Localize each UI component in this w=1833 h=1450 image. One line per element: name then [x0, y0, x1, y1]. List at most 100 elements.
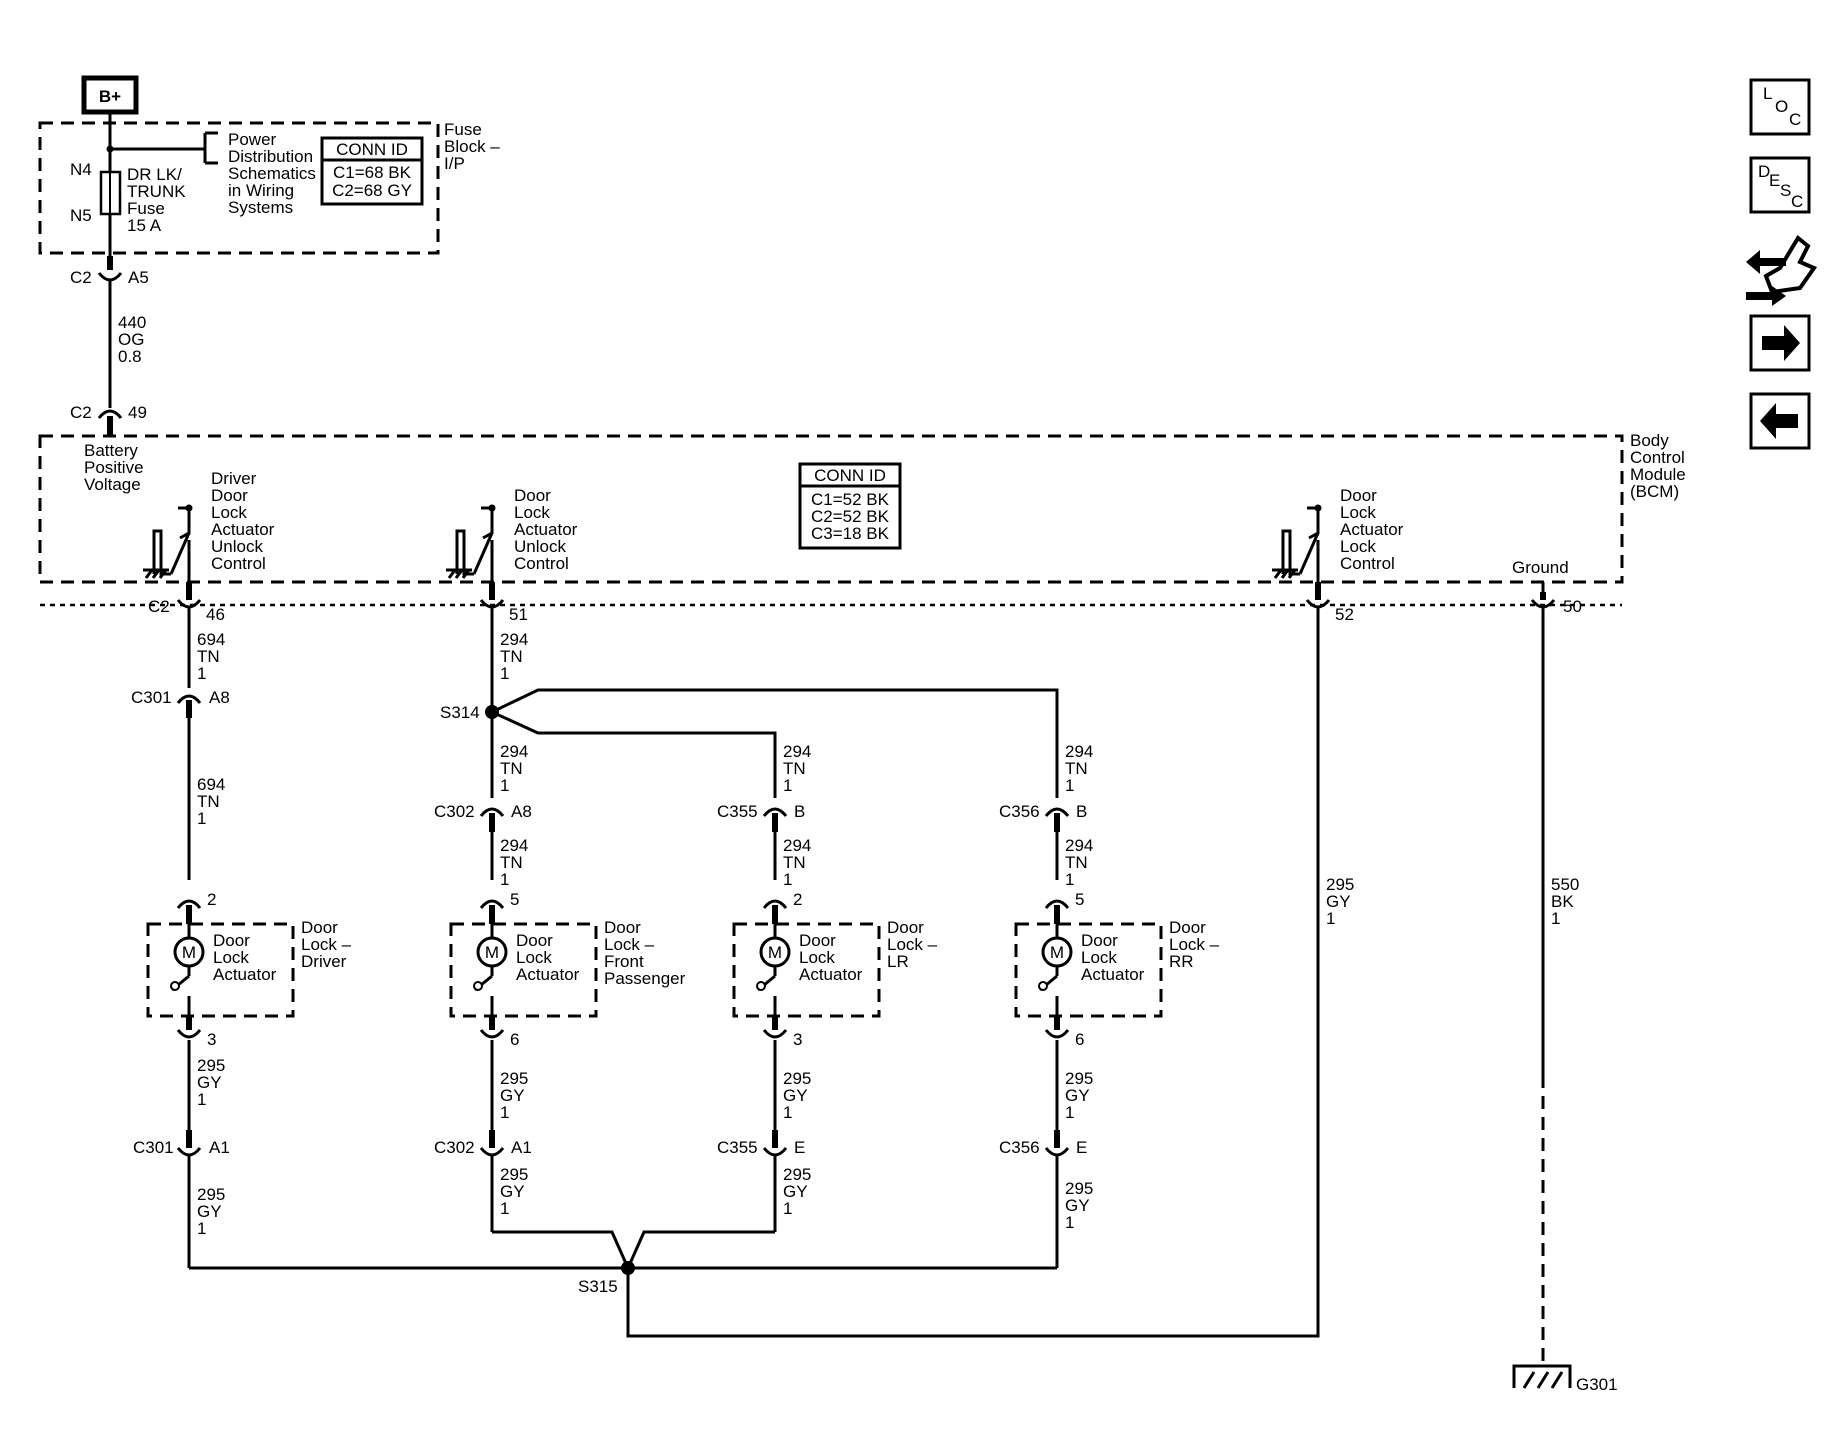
svg-text:Actuator: Actuator	[799, 965, 863, 984]
svg-text:294: 294	[783, 742, 811, 761]
svg-text:6: 6	[1075, 1030, 1084, 1049]
svg-text:L: L	[1763, 84, 1772, 103]
svg-text:TN: TN	[500, 759, 523, 778]
svg-text:Unlock: Unlock	[514, 537, 566, 556]
svg-text:294: 294	[1065, 836, 1093, 855]
svg-text:295: 295	[783, 1165, 811, 1184]
svg-text:294: 294	[500, 742, 528, 761]
svg-text:Control: Control	[211, 554, 266, 573]
svg-text:Lock: Lock	[516, 948, 552, 967]
svg-text:DR LK/: DR LK/	[127, 165, 182, 184]
svg-text:TN: TN	[1065, 759, 1088, 778]
previous-arrow-icon[interactable]	[1749, 392, 1811, 450]
svg-text:15 A: 15 A	[127, 216, 162, 235]
svg-text:52: 52	[1335, 605, 1354, 624]
svg-text:A8: A8	[511, 802, 532, 821]
svg-text:Lock: Lock	[211, 503, 247, 522]
power-label: B+	[99, 87, 121, 106]
svg-text:Fuse: Fuse	[444, 120, 482, 139]
svg-text:Battery: Battery	[84, 441, 138, 460]
svg-text:Lock –: Lock –	[887, 935, 938, 954]
svg-text:E: E	[1769, 171, 1780, 190]
driver-unlock-label: Driver Door Lock Actuator Unlock Control	[211, 469, 275, 573]
power-source: B+	[81, 75, 139, 115]
svg-text:50: 50	[1563, 597, 1582, 616]
fuse-block-conn-id: CONN ID C1=68 BK C2=68 GY	[320, 136, 424, 206]
svg-text:D: D	[1758, 162, 1770, 181]
bcm-in-connector-name: C2	[70, 403, 92, 422]
svg-text:O: O	[1775, 97, 1788, 116]
svg-text:Control: Control	[1340, 554, 1395, 573]
svg-text:1: 1	[197, 1090, 206, 1109]
svg-text:RR: RR	[1169, 952, 1194, 971]
svg-text:1: 1	[1065, 1103, 1074, 1122]
svg-text:Lock: Lock	[799, 948, 835, 967]
svg-text:294: 294	[500, 836, 528, 855]
svg-text:Body: Body	[1630, 431, 1669, 450]
svg-text:1: 1	[500, 1103, 509, 1122]
svg-text:E: E	[794, 1138, 805, 1157]
wire-label-694-b: 694 TN 1	[197, 775, 225, 828]
svg-text:Door: Door	[301, 918, 338, 937]
svg-text:S: S	[1780, 181, 1791, 200]
wire-label-294-b: 294 TN 1	[500, 742, 528, 795]
svg-text:3: 3	[207, 1030, 216, 1049]
svg-text:1: 1	[500, 664, 509, 683]
next-arrow-icon[interactable]	[1749, 314, 1811, 372]
svg-text:GY: GY	[1065, 1196, 1090, 1215]
svg-text:Actuator: Actuator	[1340, 520, 1404, 539]
wire-label-295-b: 295 GY 1	[500, 1069, 528, 1122]
svg-text:295: 295	[1065, 1069, 1093, 1088]
connector-hand-icon[interactable]	[1746, 235, 1818, 306]
svg-text:550: 550	[1551, 875, 1579, 894]
description-button[interactable]: D E S C	[1749, 156, 1811, 214]
svg-text:TRUNK: TRUNK	[127, 182, 186, 201]
svg-text:Lock –: Lock –	[1169, 935, 1220, 954]
location-button[interactable]: L O C	[1749, 78, 1811, 136]
svg-text:TN: TN	[1065, 853, 1088, 872]
power-distribution-reference: Power Distribution Schematics in Wiring …	[228, 130, 316, 217]
bcm-pin-51: 51	[479, 582, 528, 624]
wire-label-295-lock: 295 GY 1	[1326, 875, 1354, 928]
wire-label-295-f: 295 GY 1	[500, 1165, 528, 1218]
wire-label-550: 550 BK 1	[1551, 875, 1579, 928]
svg-text:Door: Door	[514, 486, 551, 505]
svg-text:294: 294	[1065, 742, 1093, 761]
svg-text:(BCM): (BCM)	[1630, 482, 1679, 501]
actuator-front-passenger: 5 M Door Lock Actuator Door Lock – Front…	[449, 890, 686, 1049]
svg-text:1: 1	[1326, 909, 1335, 928]
actuator-rr: 5 M Door Lock Actuator Door Lock – RR 6	[1014, 890, 1220, 1049]
svg-text:Schematics: Schematics	[228, 164, 316, 183]
svg-text:TN: TN	[783, 853, 806, 872]
wire-label-295-d: 295 GY 1	[1065, 1069, 1093, 1122]
svg-text:OG: OG	[118, 330, 144, 349]
svg-text:Door: Door	[213, 931, 250, 950]
svg-text:TN: TN	[197, 792, 220, 811]
inline-connector-c356-e: C356 E	[999, 1130, 1087, 1157]
bcm-title: Body Control Module (BCM)	[1630, 431, 1686, 501]
svg-text:Passenger: Passenger	[604, 969, 686, 988]
svg-text:Door: Door	[211, 486, 248, 505]
svg-text:C301: C301	[133, 1138, 174, 1157]
wire-label-294-c: 294 TN 1	[783, 742, 811, 795]
motor-icon: M	[182, 943, 196, 962]
fuse-block-outline	[38, 121, 440, 255]
bcm-pin-50: 50	[1530, 592, 1582, 616]
svg-text:Power: Power	[228, 130, 277, 149]
svg-text:A1: A1	[511, 1138, 532, 1157]
svg-text:1: 1	[783, 1199, 792, 1218]
svg-text:C302: C302	[434, 802, 475, 821]
svg-text:3: 3	[793, 1030, 802, 1049]
svg-text:5: 5	[1075, 890, 1084, 909]
battery-positive-voltage-label: Battery Positive Voltage	[84, 441, 144, 494]
svg-text:C3=18 BK: C3=18 BK	[811, 524, 890, 543]
fuse-out-connector-name: C2	[70, 268, 92, 287]
actuator-driver: 2 M Door Lock Actuator Door Lock – Drive…	[146, 890, 352, 1049]
svg-text:GY: GY	[197, 1073, 222, 1092]
fuse-out-connector-pin: A5	[128, 268, 149, 287]
svg-text:Door: Door	[1081, 931, 1118, 950]
svg-text:Block –: Block –	[444, 137, 500, 156]
wire-label-294-a: 294 TN 1	[500, 630, 528, 683]
svg-text:CONN ID: CONN ID	[814, 466, 886, 485]
